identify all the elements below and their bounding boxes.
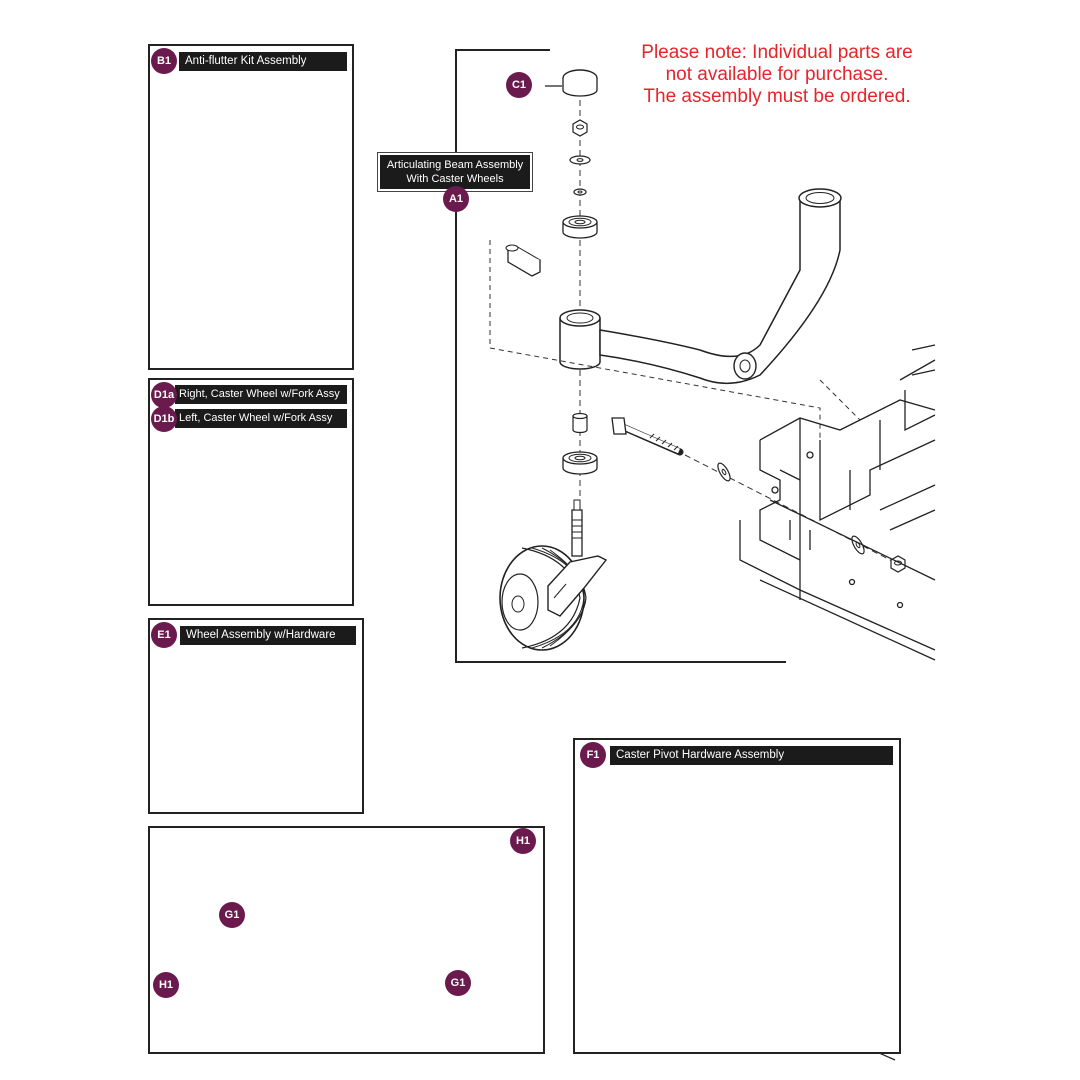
cap-c1 [545,69,598,97]
panel-d1a-title: Right, Caster Wheel w/Fork Assy [175,385,347,404]
badge-h1-left: H1 [153,972,179,998]
panel-e1 [148,618,364,814]
articulating-beam-label: Articulating Beam Assembly With Caster W… [377,152,533,192]
main-caster-wheel [499,499,607,651]
frame [739,344,936,661]
note-line-3: The assembly must be ordered. [643,86,911,107]
panel-b1-title: Anti-flutter Kit Assembly [179,52,347,71]
badge-d1a: D1a [151,382,177,408]
note-line-2: not available for purchase. [665,64,889,85]
panel-d1b-title: Left, Caster Wheel w/Fork Assy [175,409,347,428]
articulating-beam [559,188,842,384]
badge-b1: B1 [151,48,177,74]
badge-g1-right: G1 [445,970,471,996]
beam-label-line-1: Articulating Beam Assembly [386,159,524,171]
panel-b1 [148,44,354,370]
badge-f1: F1 [580,742,606,768]
pivot-bolt [611,417,684,456]
beam-spacer [505,244,542,277]
panel-e1-title: Wheel Assembly w/Hardware [180,626,356,645]
beam-label-line-2: With Caster Wheels [406,173,504,185]
purchase-note: Please note: Individual parts are not av… [612,42,942,108]
panel-f1-title: Caster Pivot Hardware Assembly [610,746,893,765]
note-line-1: Please note: Individual parts are [641,42,913,63]
panel-g1-h1 [148,826,545,1054]
badge-a1: A1 [443,186,469,212]
badge-d1b: D1b [151,406,177,432]
badge-g1-top: G1 [219,902,245,928]
badge-e1: E1 [151,622,177,648]
badge-h1-top: H1 [510,828,536,854]
panel-f1 [573,738,901,1054]
badge-c1: C1 [506,72,532,98]
